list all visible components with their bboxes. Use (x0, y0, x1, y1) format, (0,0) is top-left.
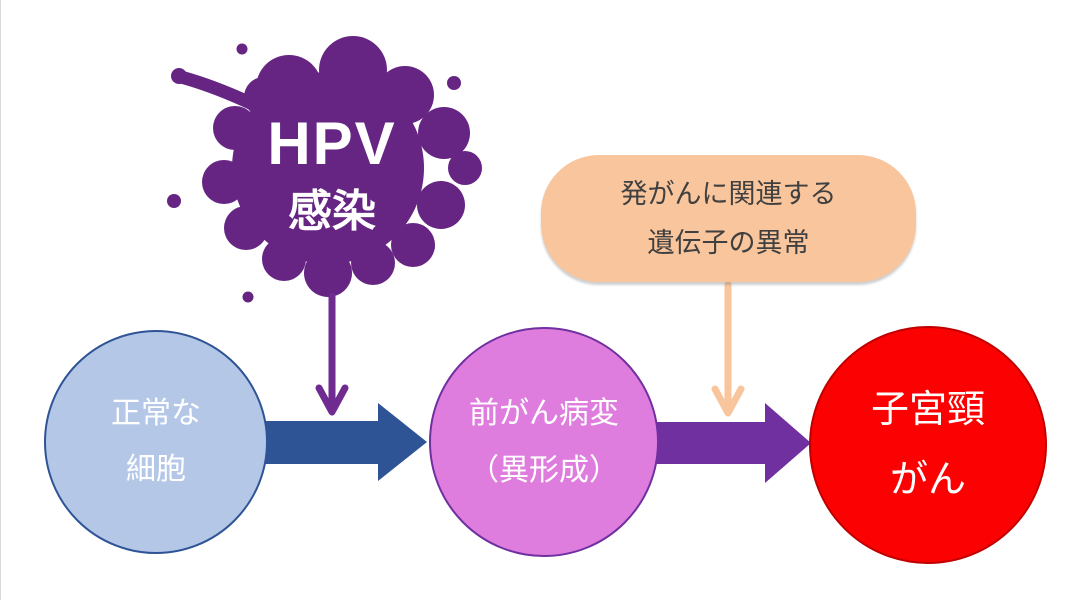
stage1-to-stage2-arrow (256, 403, 427, 481)
callout-line1: 発がんに関連する (620, 178, 837, 209)
gene-abnormality-callout: 発がんに関連する 遺伝子の異常 (541, 155, 916, 282)
hpv-infection-arrow (315, 292, 349, 416)
hpv-splat-label: HPV 感染 (222, 114, 442, 234)
gene-abnormality-arrow (711, 280, 745, 417)
splat-droplet (236, 43, 248, 55)
ink-splat-icon (167, 36, 482, 303)
stage2-label-line1: 前がん病変 (469, 396, 619, 430)
splat-droplet (425, 242, 435, 252)
splat-droplet (447, 76, 461, 90)
stage3-label-line2: がん (889, 459, 966, 501)
stage2-to-stage3-arrow (649, 403, 811, 483)
stage3-label-line1: 子宮頸 (870, 389, 985, 431)
hpv-label-line2: 感染 (288, 187, 376, 236)
splat-droplet (242, 291, 254, 303)
stage1-label-line2: 細胞 (126, 453, 186, 486)
splat-arm (174, 70, 276, 119)
callout-line2: 遺伝子の異常 (647, 227, 810, 258)
stage-circle-cervical-cancer: 子宮頸 がん (809, 326, 1047, 564)
hpv-label-line1: HPV (267, 110, 397, 177)
splat-droplet (167, 194, 181, 208)
stage1-label-line1: 正常な (111, 397, 201, 430)
stage-circle-normal-cells: 正常な 細胞 (44, 330, 268, 554)
stage-circle-precancerous-lesion: 前がん病変 （異形成） (429, 327, 659, 557)
stage2-label-line2: （異形成） (469, 453, 619, 487)
